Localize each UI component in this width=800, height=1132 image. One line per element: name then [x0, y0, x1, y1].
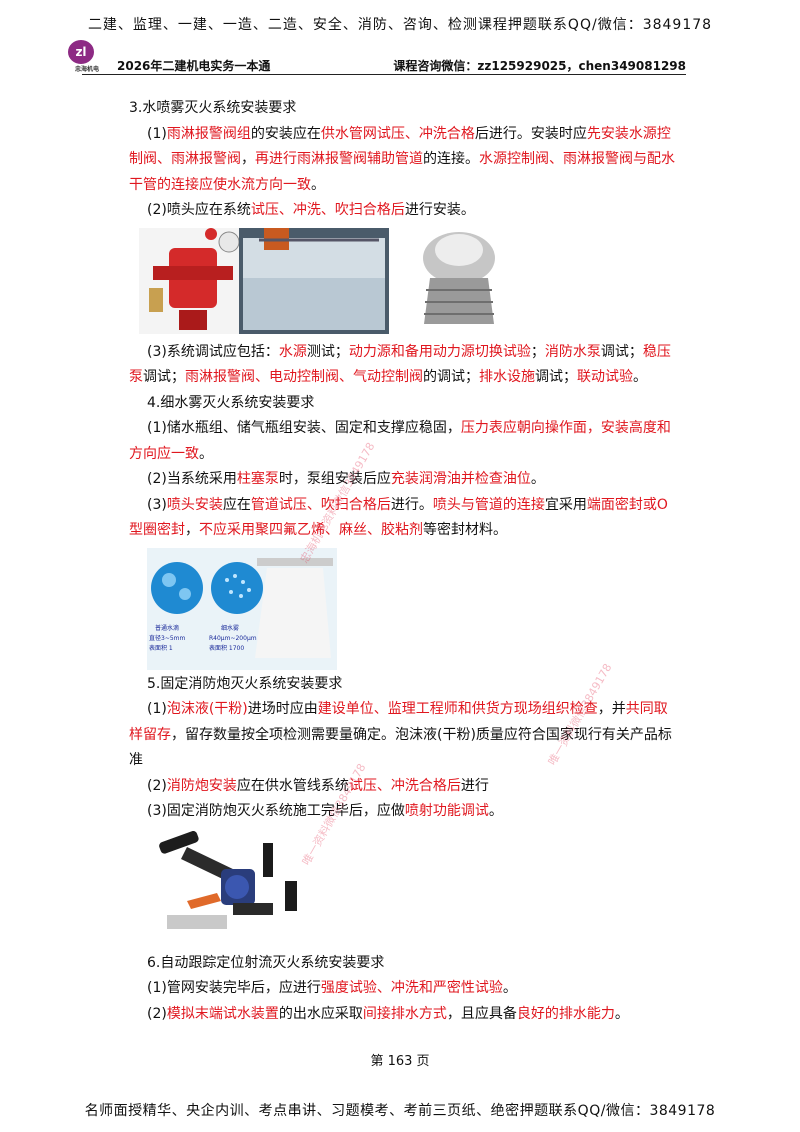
paragraph-6-1: (1)管网安装完毕后，应进行强度试验、冲洗和严密性试验。 [147, 980, 517, 996]
figure-water-spray [129, 227, 681, 334]
mist-comparison-diagram: 普通水滴 直径3~5mm 表面积 1 细水雾 R40μm~200μm 表面积 1… [147, 547, 337, 670]
figure-water-mist: 普通水滴 直径3~5mm 表面积 1 细水雾 R40μm~200μm 表面积 1… [129, 547, 681, 670]
logo-text: 忠海机电 [74, 66, 99, 73]
page-content: 3.水喷雾灭火系统安装要求 (1)雨淋报警阀组的安装应在供水管网试压、冲洗合格后… [129, 96, 681, 1027]
page-number: 第 163 页 [370, 1054, 430, 1069]
paragraph-3-3: (3)系统调试应包括：水源测试；动力源和备用动力源切换试验；消防水泵调试；稳压泵… [129, 343, 671, 386]
section-4-title: 4.细水雾灭火系统安装要求 [147, 394, 315, 411]
paragraph-3-1: (1)雨淋报警阀组的安装应在供水管网试压、冲洗合格后进行。安装时应先安装水源控制… [129, 125, 675, 193]
logo: zl 忠海机电 [64, 40, 104, 74]
logo-mark: zl [68, 40, 94, 64]
top-banner: 二建、监理、一建、一造、二造、安全、消防、咨询、检测课程押题联系QQ/微信：38… [87, 17, 713, 33]
label-left-diameter: 直径3~5mm [149, 634, 186, 642]
paragraph-5-3: (3)固定消防炮灭火系统施工完毕后，应做喷射功能调试。 [147, 803, 503, 819]
label-left-title: 普通水滴 [155, 624, 179, 632]
label-right-diameter: R40μm~200μm [209, 635, 257, 642]
section-3-title: 3.水喷雾灭火系统安装要求 [129, 100, 297, 116]
alarm-valve-and-spray-photo [139, 227, 389, 334]
label-right-title: 细水雾 [221, 624, 239, 632]
paragraph-4-2: (2)当系统采用柱塞泵时，泵组安装后应充装润滑油并检查油位。 [147, 471, 545, 487]
bottom-banner: 名师面授精华、央企内训、考点串讲、习题模考、考前三页纸、绝密押题联系QQ/微信：… [84, 1103, 716, 1119]
section-6-title: 6.自动跟踪定位射流灭火系统安装要求 [147, 954, 385, 971]
paragraph-5-1: (1)泡沫液(干粉)进场时应由建设单位、监理工程师和供货方现场组织检查，并共同取… [129, 701, 672, 768]
spray-nozzle-photo [423, 231, 495, 324]
fire-monitor-photo [147, 830, 317, 943]
contact-info: 课程咨询微信：zz125929025，chen349081298 [393, 59, 686, 73]
book-title: 2026年二建机电实务一本通 [117, 59, 271, 73]
page-header: zl 忠海机电 2026年二建机电实务一本通 课程咨询微信：zz12592902… [68, 40, 686, 75]
paragraph-3-2: (2)喷头应在系统试压、冲洗、吹扫合格后进行安装。 [147, 202, 475, 218]
paragraph-4-1: (1)储水瓶组、储气瓶组安装、固定和支撑应稳固，压力表应朝向操作面，安装高度和方… [129, 420, 671, 462]
paragraph-6-2: (2)模拟末端试水装置的出水应采取间接排水方式，且应具备良好的排水能力。 [147, 1005, 629, 1022]
section-5-title: 5.固定消防炮灭火系统安装要求 [147, 675, 343, 692]
label-right-surface: 表面积 1700 [209, 644, 244, 652]
paragraph-5-2: (2)消防炮安装应在供水管线系统试压、冲洗合格后进行 [147, 777, 489, 794]
figure-fire-monitor [129, 830, 681, 943]
label-left-surface: 表面积 1 [149, 644, 173, 652]
paragraph-4-3: (3)喷头安装应在管道试压、吹扫合格后进行。喷头与管道的连接宜采用端面密封或O型… [129, 496, 668, 539]
